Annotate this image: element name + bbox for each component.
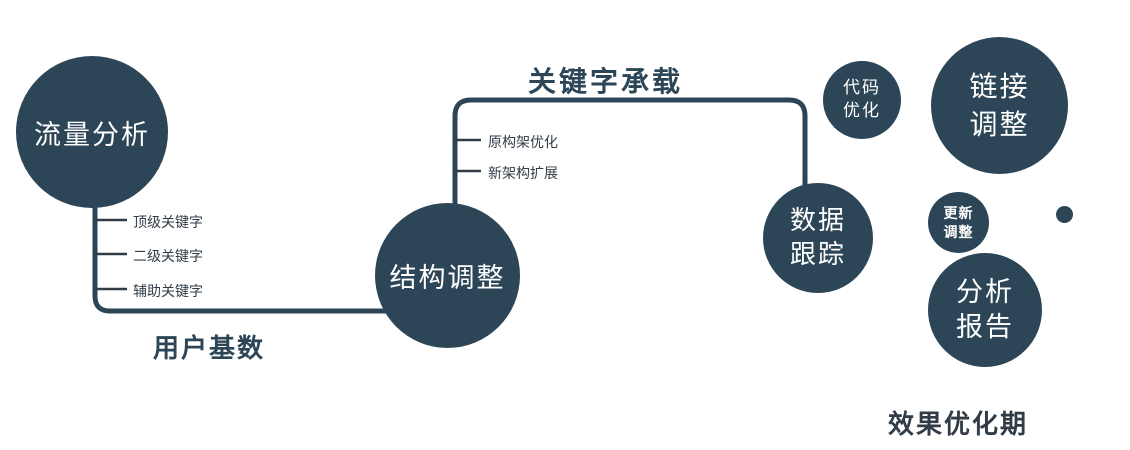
connector-structure-to-data (452, 97, 808, 210)
node-analysis-report: 分析 报告 (928, 253, 1042, 367)
node-structure-adjustment: 结构调整 (375, 203, 520, 348)
node-data-tracking: 数据 跟踪 (763, 183, 873, 293)
node-analysis-report-label: 分析 报告 (956, 276, 1014, 342)
node-update-adjustment: 更新 调整 (928, 192, 989, 253)
connector-traffic-to-structure (92, 185, 388, 314)
branch-label-original-architecture: 原构架优化 (488, 134, 558, 150)
branch-tick-lines (95, 138, 481, 291)
branch-label-second-keywords: 二级关键字 (133, 248, 203, 264)
node-code-optimization-label: 代码 优化 (843, 78, 881, 120)
branch-label-top-keywords: 顶级关键字 (133, 214, 203, 230)
node-data-tracking-label: 数据 跟踪 (789, 205, 846, 269)
node-update-adjustment-label: 更新 调整 (943, 204, 974, 240)
bullet-dot (1056, 206, 1073, 223)
node-traffic-analysis-label: 流量分析 (34, 119, 150, 150)
branch-label-new-architecture: 新架构扩展 (488, 165, 558, 181)
node-link-adjustment-label: 链接 调整 (969, 70, 1030, 140)
edge-label-user-base: 用户基数 (153, 333, 266, 363)
footer-phase-label: 效果优化期 (888, 409, 1029, 439)
node-code-optimization: 代码 优化 (823, 61, 901, 139)
node-structure-adjustment-label: 结构调整 (389, 263, 506, 293)
node-link-adjustment: 链接 调整 (931, 37, 1068, 174)
branch-label-auxiliary-keywords: 辅助关键字 (133, 283, 203, 299)
node-traffic-analysis: 流量分析 (16, 56, 168, 208)
edge-label-keyword-carry: 关键字承载 (528, 66, 684, 97)
